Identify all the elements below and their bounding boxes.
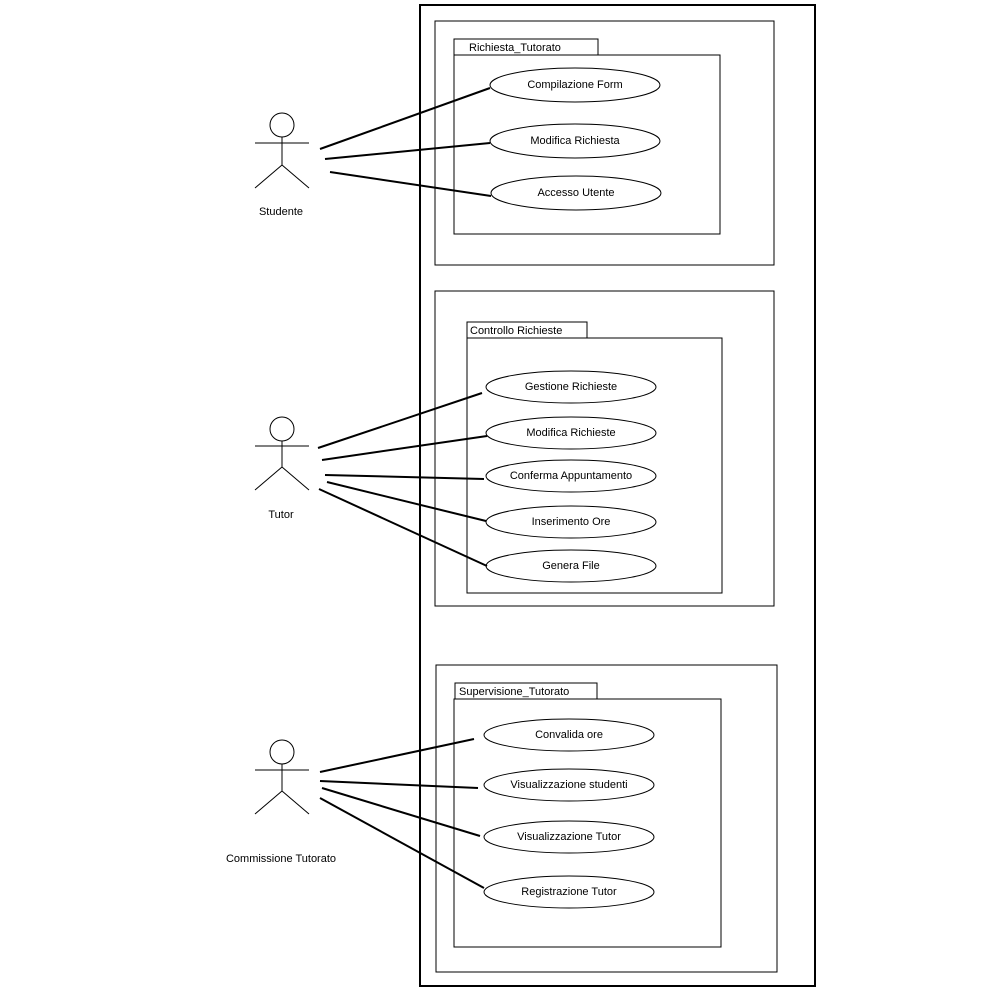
package-title: Supervisione_Tutorato — [459, 686, 569, 698]
use-case-label: Modifica Richiesta — [530, 135, 620, 147]
association-line — [324, 474, 485, 480]
use-case-label: Visualizzazione studenti — [510, 779, 627, 791]
stick-figure-icon — [254, 739, 310, 815]
package-body — [453, 698, 722, 948]
association-line — [319, 797, 485, 889]
use-case-modifica-richiesta[interactable]: Modifica Richiesta — [489, 123, 661, 159]
association-line — [319, 780, 479, 789]
use-case-accesso-utente[interactable]: Accesso Utente — [490, 175, 662, 211]
package-frame — [434, 290, 775, 607]
use-case-label: Convalida ore — [535, 729, 603, 741]
system-boundary — [419, 4, 816, 987]
association-line — [319, 87, 491, 150]
actor-label: Studente — [259, 206, 303, 218]
package-title: Richiesta_Tutorato — [469, 42, 561, 54]
association-line — [321, 435, 488, 461]
stick-figure-icon — [254, 112, 310, 189]
actor-label: Tutor — [268, 509, 294, 521]
association-line — [326, 481, 487, 522]
use-case-label: Gestione Richieste — [525, 381, 617, 393]
association-line — [329, 171, 492, 197]
association-line — [324, 142, 491, 160]
package-body — [453, 54, 721, 235]
package-body — [466, 337, 723, 594]
actor-studente[interactable]: Studente — [254, 112, 310, 218]
use-case-label: Registrazione Tutor — [521, 886, 617, 898]
association-line — [321, 787, 481, 837]
use-case-label: Modifica Richieste — [526, 427, 615, 439]
package-frame — [434, 20, 775, 266]
association-line — [319, 738, 475, 773]
package-controllo-richieste: Controllo Richieste Gestione Richieste M… — [434, 290, 775, 607]
use-case-label: Compilazione Form — [527, 79, 622, 91]
use-case-label: Conferma Appuntamento — [510, 470, 632, 482]
association-line — [318, 488, 488, 567]
package-frame — [435, 664, 778, 973]
use-case-registrazione-tutor[interactable]: Registrazione Tutor — [483, 875, 655, 909]
use-case-genera-file[interactable]: Genera File — [485, 549, 657, 583]
actor-commissione-tutorato[interactable]: Commissione Tutorato — [226, 739, 336, 865]
package-supervisione-tutorato: Supervisione_Tutorato Convalida ore Visu… — [435, 664, 778, 973]
stick-figure-icon — [254, 416, 310, 491]
use-case-compilazione-form[interactable]: Compilazione Form — [489, 67, 661, 103]
use-case-label: Inserimento Ore — [532, 516, 611, 528]
association-line — [317, 392, 483, 449]
package-richiesta-tutorato: Richiesta_Tutorato Compilazione Form Mod… — [434, 20, 775, 266]
use-case-conferma-appuntamento[interactable]: Conferma Appuntamento — [485, 459, 657, 493]
use-case-label: Genera File — [542, 560, 599, 572]
use-case-inserimento-ore[interactable]: Inserimento Ore — [485, 505, 657, 539]
actor-tutor[interactable]: Tutor — [254, 416, 310, 521]
use-case-label: Visualizzazione Tutor — [517, 831, 621, 843]
actor-label: Commissione Tutorato — [226, 853, 336, 865]
use-case-visualizzazione-tutor[interactable]: Visualizzazione Tutor — [483, 820, 655, 854]
use-case-visualizzazione-studenti[interactable]: Visualizzazione studenti — [483, 768, 655, 802]
associations — [317, 87, 492, 889]
use-case-gestione-richieste[interactable]: Gestione Richieste — [485, 370, 657, 404]
use-case-convalida-ore[interactable]: Convalida ore — [483, 718, 655, 752]
package-title: Controllo Richieste — [470, 325, 562, 337]
use-case-modifica-richieste[interactable]: Modifica Richieste — [485, 416, 657, 450]
use-case-label: Accesso Utente — [537, 187, 614, 199]
